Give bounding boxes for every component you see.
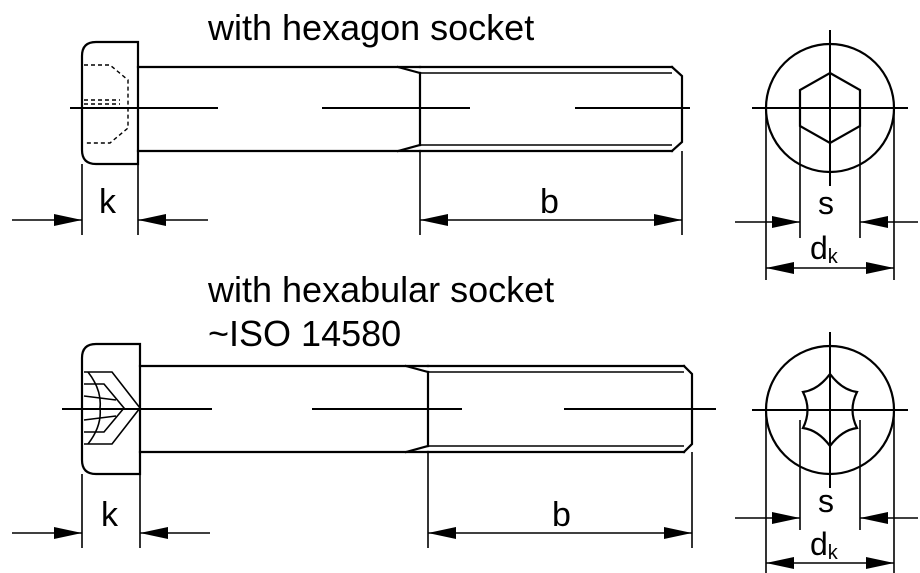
hexabular-s-label: s — [818, 483, 834, 519]
hexagon-s-label: s — [818, 185, 834, 221]
hexabular-b-dimension: b — [427, 452, 693, 548]
hexagon-k-label: k — [99, 183, 117, 221]
hexabular-b-label: b — [552, 496, 571, 534]
hexagon-b-label: b — [540, 183, 559, 221]
hexabular-end-view: s dk — [735, 332, 918, 573]
hexagon-b-dimension: b — [419, 151, 683, 235]
hexagon-socket-title: with hexagon socket — [207, 7, 534, 48]
hexabular-socket-subtitle: ~ISO 14580 — [208, 313, 401, 354]
hexagon-dk-label: dk — [810, 230, 839, 268]
hexabular-dk-label: dk — [810, 526, 839, 564]
hexagon-k-dimension: k — [12, 164, 208, 235]
hexabular-k-label: k — [101, 496, 119, 534]
hexabular-k-dimension: k — [12, 474, 210, 548]
hexagon-screw-side-view — [70, 40, 690, 166]
hexabular-socket-view: with hexabular socket ~ISO 14580 — [12, 269, 918, 573]
hexagon-socket-view: with hexagon socket — [12, 7, 918, 280]
hexabular-screw-side-view — [62, 342, 716, 476]
hexabular-socket-title: with hexabular socket — [207, 269, 554, 310]
hexagon-end-view: s dk — [735, 30, 918, 280]
